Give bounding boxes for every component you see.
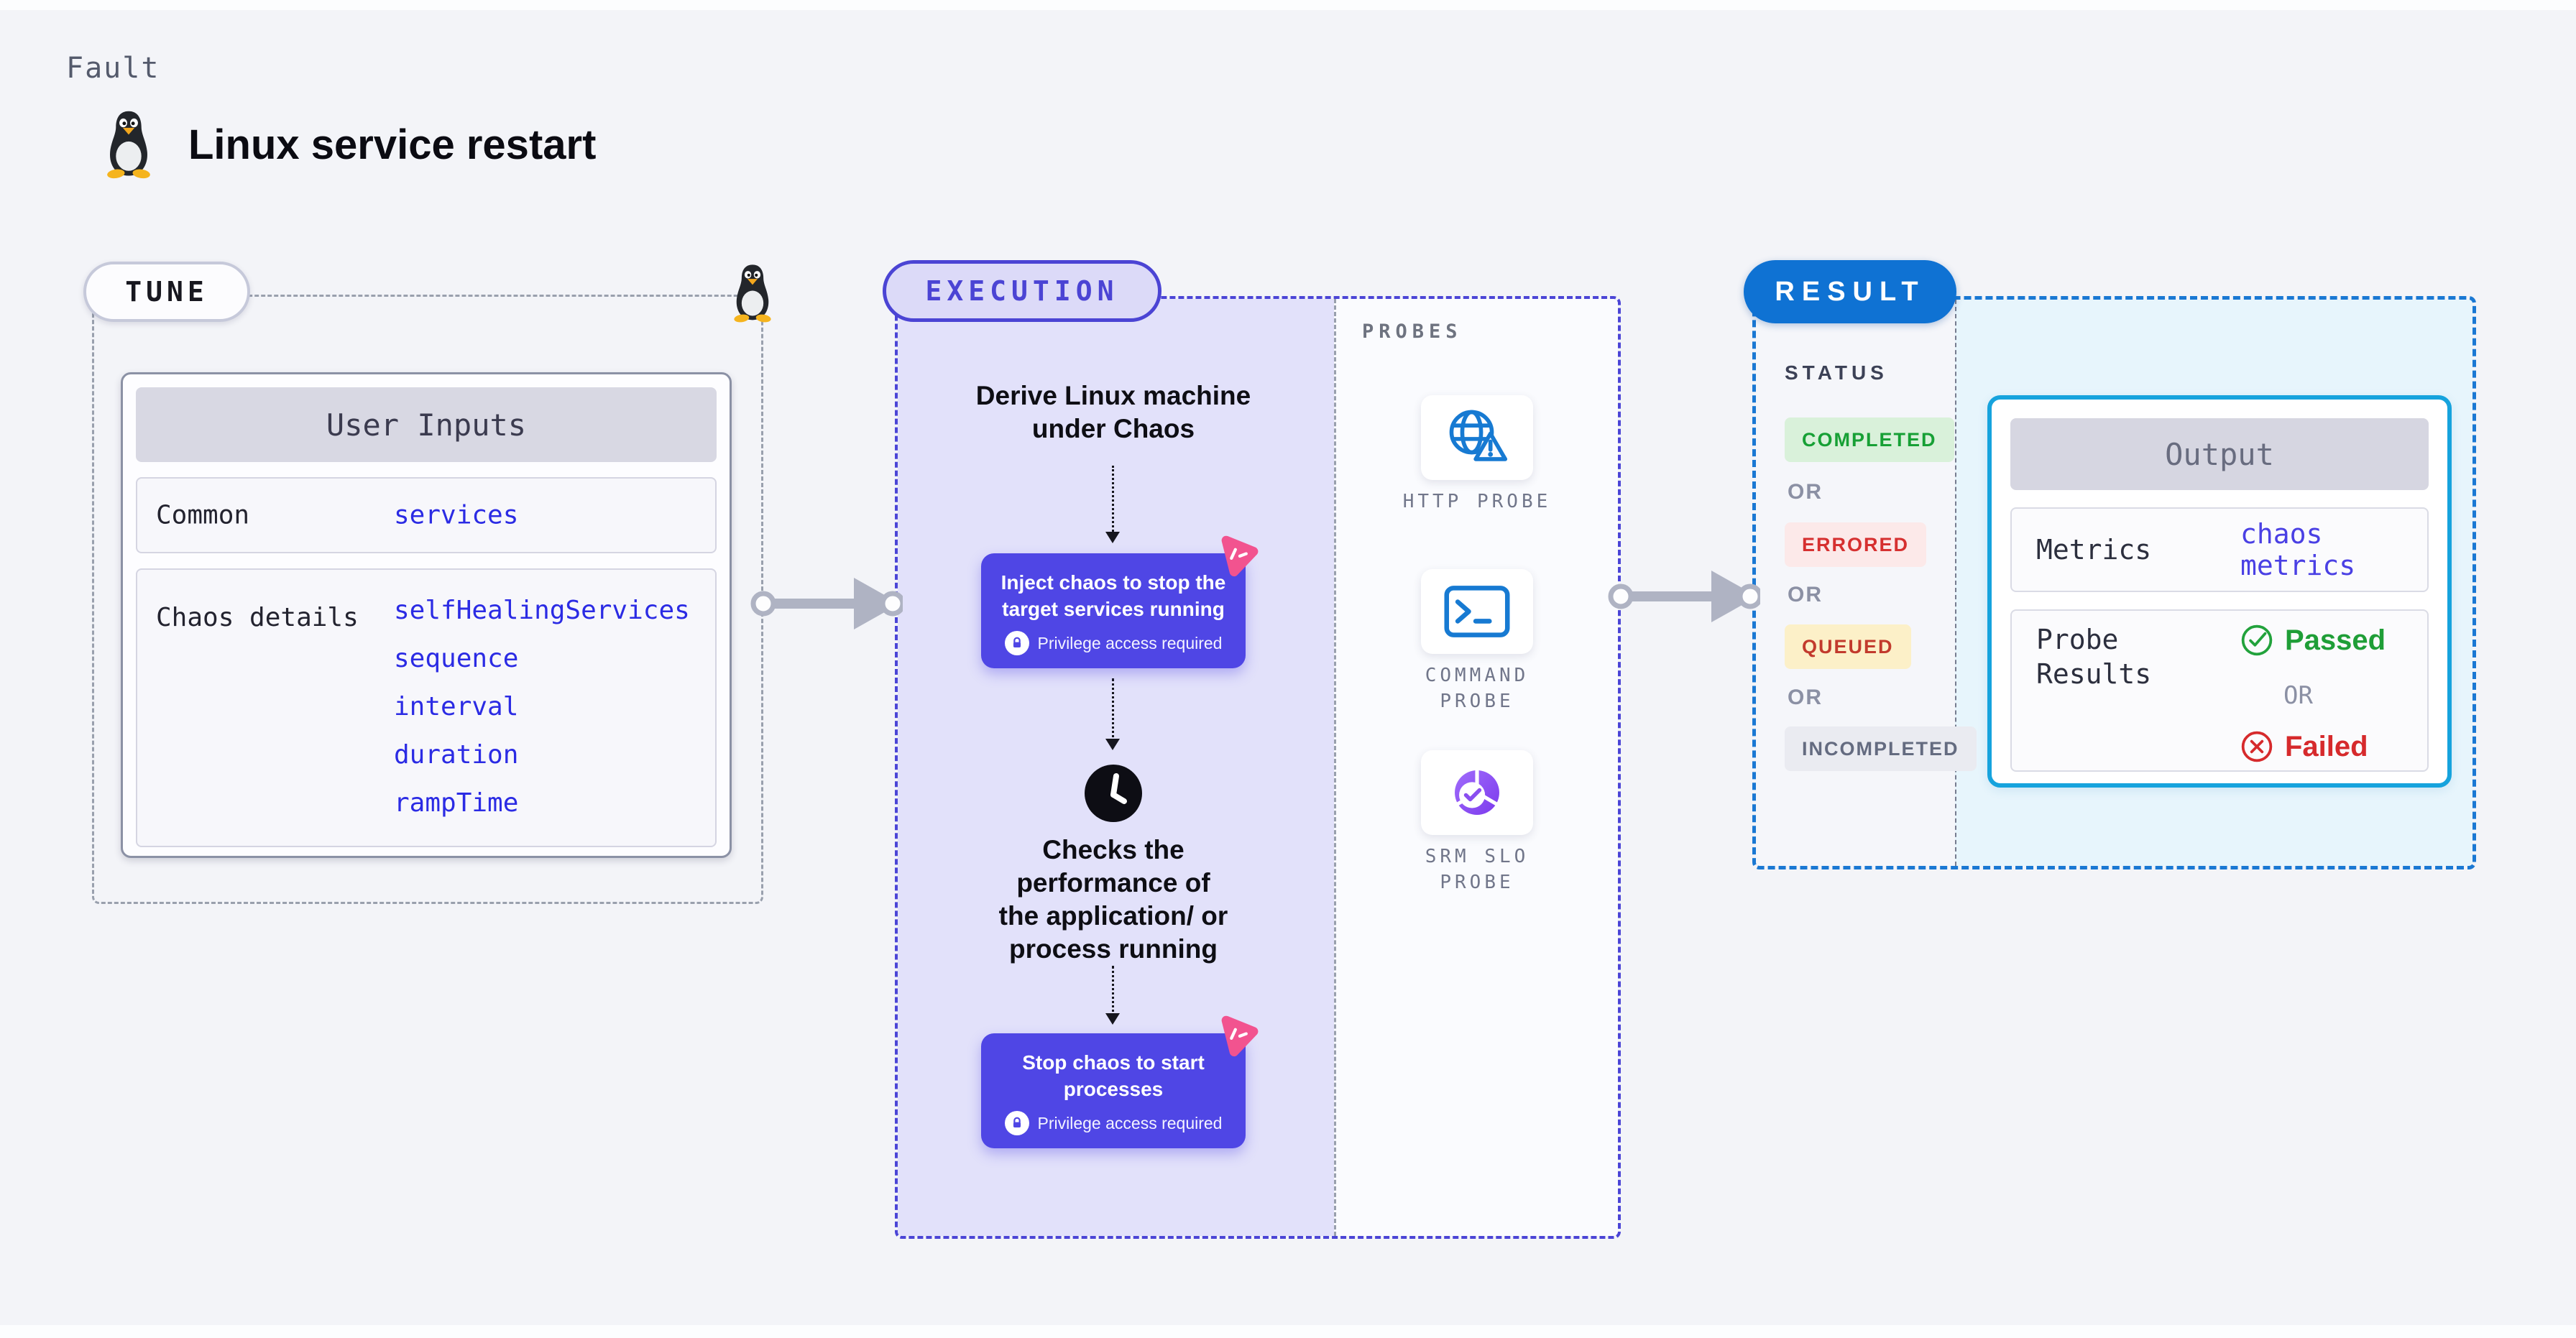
- status-or-label: OR: [1788, 480, 1823, 504]
- result-section-pill: RESULT: [1744, 260, 1956, 323]
- failed-label: Failed: [2285, 730, 2368, 762]
- privilege-note: Privilege access required: [981, 631, 1246, 655]
- output-or-label: OR: [2283, 681, 2313, 710]
- row-value: sequence: [394, 644, 519, 673]
- row-label: Common: [156, 500, 250, 530]
- user-inputs-row-chaos-details: Chaos details selfHealingServices sequen…: [136, 568, 717, 847]
- status-badge-errored: ERRORED: [1785, 522, 1927, 567]
- output-metrics-row: Metrics chaos metrics: [2010, 507, 2429, 592]
- user-inputs-row-common: Common services: [136, 477, 717, 553]
- tux-penguin-corner-icon: [734, 264, 771, 323]
- metrics-value: chaos metrics: [2240, 518, 2356, 581]
- lock-icon: [1004, 631, 1029, 655]
- output-title: Output: [2010, 418, 2429, 490]
- status-or-label: OR: [1788, 583, 1823, 606]
- command-probe-card: [1421, 569, 1533, 654]
- privilege-note-text: Privilege access required: [1037, 1113, 1223, 1132]
- bottom-margin-band: [0, 1325, 2576, 1338]
- user-inputs-title: User Inputs: [136, 387, 717, 462]
- terminal-icon: [1444, 586, 1510, 637]
- status-heading: STATUS: [1785, 361, 1888, 384]
- dotted-arrow-down: [1105, 678, 1120, 750]
- checks-step-text: Checks the performance of the applicatio…: [998, 835, 1228, 964]
- execution-section-pill: EXECUTION: [883, 260, 1162, 322]
- derive-step-text: Derive Linux machine under Chaos: [975, 381, 1251, 443]
- probe-results-label: Probe Results: [2036, 624, 2152, 690]
- passed-label: Passed: [2285, 624, 2386, 656]
- clock-icon: [1083, 763, 1144, 823]
- row-value: rampTime: [394, 788, 519, 818]
- row-value: selfHealingServices: [394, 596, 690, 625]
- status-or-label: OR: [1788, 686, 1823, 709]
- result-section-box: STATUS COMPLETED OR ERRORED OR QUEUED OR…: [1752, 296, 2476, 869]
- srm-slo-probe-card: [1421, 750, 1533, 835]
- probes-heading: PROBES: [1362, 320, 1463, 343]
- privilege-note-text: Privilege access required: [1037, 633, 1223, 652]
- top-margin-band: [0, 0, 2576, 10]
- flow-arrow-tune-to-execution: [750, 578, 903, 629]
- chaos-fault-icon: [1221, 535, 1259, 577]
- tune-section-pill: TUNE: [83, 262, 250, 322]
- page-header: Linux service restart: [99, 109, 596, 180]
- x-circle-icon: [2241, 731, 2273, 762]
- dotted-arrow-down: [1105, 466, 1120, 543]
- fault-kicker-label: Fault: [66, 52, 160, 85]
- metrics-label: Metrics: [2036, 534, 2152, 566]
- page-title: Linux service restart: [188, 121, 597, 168]
- row-label: Chaos details: [156, 603, 359, 632]
- user-inputs-card: User Inputs Common services Chaos detail…: [121, 372, 732, 858]
- probe-failed-verdict: Failed: [2240, 730, 2368, 763]
- privilege-note: Privilege access required: [981, 1111, 1246, 1135]
- row-value: services: [394, 500, 519, 530]
- row-value: duration: [394, 740, 519, 770]
- srm-slo-probe-label: SRM SLO PROBE: [1425, 846, 1530, 893]
- dotted-arrow-down: [1105, 966, 1120, 1025]
- chaos-fault-icon: [1221, 1015, 1259, 1057]
- row-value-list: selfHealingServices sequence interval du…: [394, 596, 690, 836]
- flow-arrow-execution-to-result: [1608, 571, 1760, 622]
- status-badge-incompleted: INCOMPLETED: [1785, 726, 1977, 771]
- probe-passed-verdict: Passed: [2240, 624, 2386, 657]
- slo-donut-check-icon: [1455, 769, 1499, 815]
- step-title: Inject chaos to stop the target services…: [1000, 571, 1226, 620]
- result-inner-divider: [1955, 300, 1956, 866]
- command-probe-label: COMMAND PROBE: [1425, 665, 1530, 712]
- probes-section-box: PROBES HTTP PROBE COMMAND PROBE: [1334, 299, 1618, 1236]
- stop-chaos-step: Stop chaos to start processes Privilege …: [981, 1015, 1259, 1148]
- lock-icon: [1004, 1111, 1029, 1135]
- execution-section-box: Derive Linux machine under Chaos Inject …: [895, 296, 1621, 1239]
- output-card: Output Metrics chaos metrics Probe Resul…: [1987, 395, 2452, 788]
- tux-penguin-icon: [107, 111, 150, 179]
- step-title: Stop chaos to start processes: [1022, 1051, 1205, 1100]
- status-column-background: [1756, 300, 1955, 866]
- http-probe-label: HTTP PROBE: [1402, 491, 1552, 512]
- output-probe-results-row: Probe Results Passed OR Failed: [2010, 609, 2429, 772]
- http-probe-card: [1421, 395, 1533, 480]
- status-badge-completed: COMPLETED: [1785, 417, 1954, 462]
- inject-chaos-step: Inject chaos to stop the target services…: [981, 535, 1259, 668]
- globe-alert-icon: [1449, 410, 1508, 461]
- check-circle-icon: [2241, 624, 2273, 656]
- row-value: interval: [394, 692, 519, 721]
- status-badge-queued: QUEUED: [1785, 624, 1911, 669]
